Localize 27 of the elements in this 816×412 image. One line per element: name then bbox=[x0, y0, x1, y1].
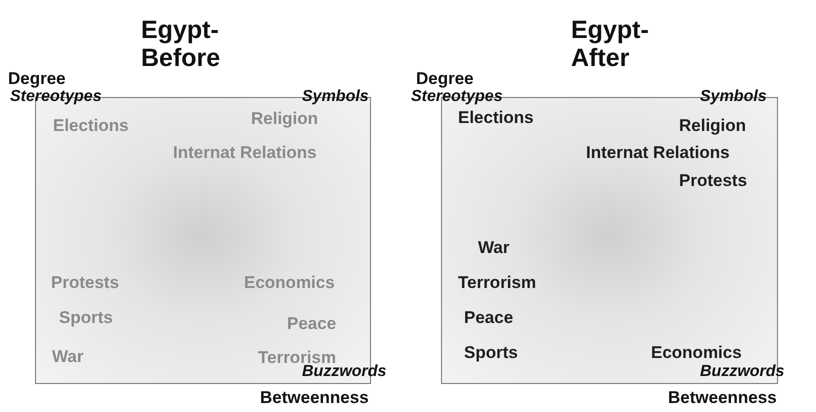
corner-label: Buzzwords bbox=[302, 363, 386, 381]
topic-term: Elections bbox=[53, 117, 129, 136]
topic-term: Economics bbox=[651, 344, 742, 363]
axis-label: Betweenness bbox=[668, 389, 777, 408]
topic-term: Economics bbox=[244, 274, 335, 293]
topic-term: Elections bbox=[458, 109, 534, 128]
axis-label: Degree bbox=[8, 70, 66, 89]
axis-label: Betweenness bbox=[260, 389, 369, 408]
topic-term: Sports bbox=[464, 344, 518, 363]
corner-label: Symbols bbox=[700, 88, 767, 106]
topic-term: Sports bbox=[59, 309, 113, 328]
topic-term: Internat Relations bbox=[173, 144, 317, 163]
topic-term: Peace bbox=[464, 309, 514, 328]
topic-term: Protests bbox=[51, 274, 120, 293]
topic-term: Internat Relations bbox=[586, 144, 730, 163]
topic-term: Religion bbox=[679, 117, 746, 136]
corner-label: Symbols bbox=[302, 88, 369, 106]
axis-label: Degree bbox=[416, 70, 474, 89]
panel-title: Egypt- Before bbox=[141, 17, 222, 72]
topic-term: Religion bbox=[251, 110, 318, 129]
panel-title: Egypt- After bbox=[571, 17, 650, 72]
topic-term: War bbox=[52, 348, 84, 367]
topic-term: Peace bbox=[287, 315, 336, 334]
topic-term: Protests bbox=[679, 172, 748, 191]
topic-term: War bbox=[478, 239, 510, 258]
corner-label: Buzzwords bbox=[700, 363, 784, 381]
topic-term: Terrorism bbox=[458, 274, 536, 293]
